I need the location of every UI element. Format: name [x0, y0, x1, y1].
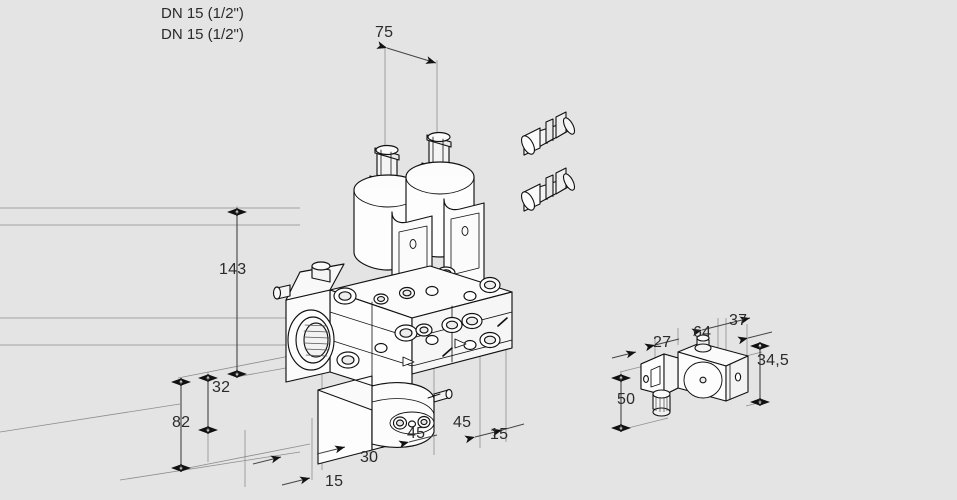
- detail-dimension-64: 64: [693, 324, 712, 341]
- detail-dimension-50: 50: [617, 391, 636, 408]
- port-label-bottom: DN 15 (1/2"): [161, 26, 244, 43]
- dimension-base-15-right: 15: [490, 426, 509, 443]
- detail-dimension-37: 37: [729, 312, 748, 329]
- cable-gland-lower: [521, 167, 576, 212]
- detail-dimension-34-5: 34,5: [757, 352, 789, 369]
- dimension-base-45-b: 45: [453, 414, 472, 431]
- bottom-module: [317, 375, 453, 465]
- cable-gland-parts: [521, 111, 576, 212]
- detail-module-body: [640, 334, 749, 417]
- dimension-32: 32: [212, 379, 231, 396]
- dimension-base-15-left: 15: [325, 473, 344, 490]
- dimension-75: 75: [375, 24, 394, 41]
- dimension-base-30: 30: [360, 449, 379, 466]
- connector-detail-view: [619, 318, 763, 432]
- inlet-housing: [272, 261, 345, 383]
- valve-assembly: [272, 131, 513, 465]
- construction-lines: [0, 46, 507, 487]
- detail-dimension-27: 27: [653, 334, 672, 351]
- dimension-82: 82: [172, 414, 191, 431]
- manifold-fittings: [304, 276, 508, 369]
- dimension-143: 143: [219, 261, 247, 278]
- dimension-base-45-a: 45: [407, 425, 426, 442]
- cable-gland-upper: [521, 111, 576, 156]
- dimension-lines: [171, 41, 773, 486]
- port-label-top: DN 15 (1/2"): [161, 5, 244, 22]
